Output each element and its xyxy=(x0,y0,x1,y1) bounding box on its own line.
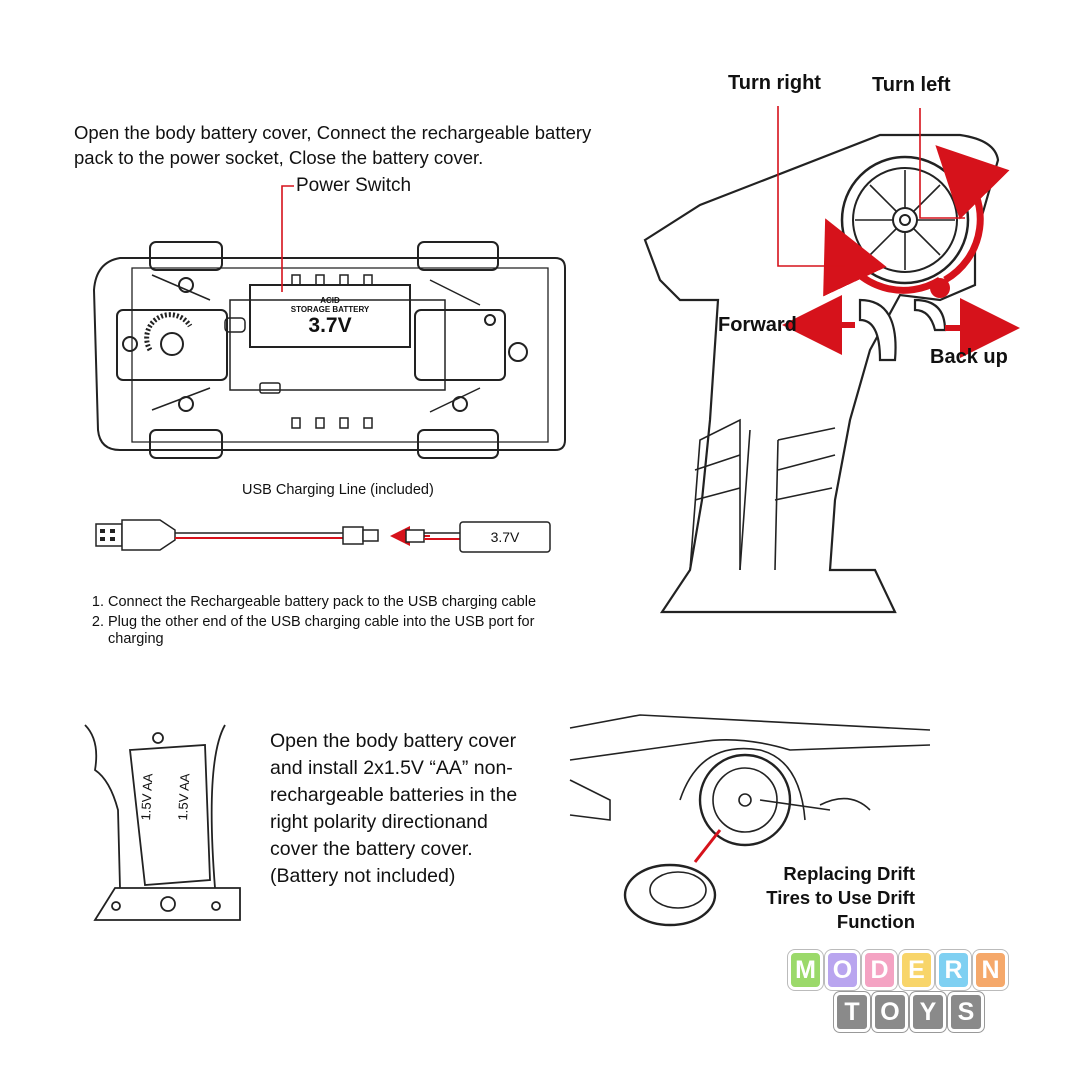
steering-trim-dial xyxy=(144,312,193,352)
drift-instructions: Replacing Drift Tires to Use Drift Funct… xyxy=(766,863,915,932)
aa-cell-label-1: 1.5V AA xyxy=(138,773,156,821)
aa-cell-label-2: 1.5V AA xyxy=(175,773,193,821)
steer-leaders xyxy=(777,106,965,267)
logo-letter: M xyxy=(788,950,823,990)
steering-wheel xyxy=(840,155,970,285)
turn-right-label: Turn right xyxy=(728,72,821,94)
steering-arrows xyxy=(823,145,1010,297)
logo-letter: Y xyxy=(910,992,946,1032)
turn-left-label: Turn left xyxy=(872,74,951,96)
charging-steps: Connect the Rechargeable battery pack to… xyxy=(88,594,588,651)
logo-letter: T xyxy=(834,992,870,1032)
back-up-label: Back up xyxy=(930,346,1008,368)
step-1: Connect the Rechargeable battery pack to… xyxy=(108,594,588,611)
logo-letter: E xyxy=(899,950,934,990)
logo-letter: N xyxy=(973,950,1008,990)
intro-instruction: Open the body battery cover, Connect the… xyxy=(74,122,592,168)
power-switch-leader xyxy=(281,185,294,292)
aa-compartment xyxy=(84,724,241,921)
battery-pack xyxy=(224,274,446,429)
forward-label: Forward xyxy=(718,314,797,336)
car-front-illustration xyxy=(569,714,931,927)
battery-voltage: 3.7V xyxy=(308,314,352,337)
usb-cable xyxy=(95,519,551,553)
car-chassis xyxy=(92,241,566,459)
aa-battery-instructions: Open the body battery cover and install … xyxy=(270,730,518,887)
wheel-pivot-dot xyxy=(930,278,950,298)
logo-letter: D xyxy=(862,950,897,990)
logo-letter: O xyxy=(825,950,860,990)
charger-voltage: 3.7V xyxy=(490,529,520,545)
logo-letter: O xyxy=(872,992,908,1032)
logo-letter: S xyxy=(948,992,984,1032)
battery-line1: ACID xyxy=(320,296,340,305)
step-2: Plug the other end of the USB charging c… xyxy=(108,614,588,648)
logo-letter: R xyxy=(936,950,971,990)
tire-swap-arrow xyxy=(693,829,722,863)
power-switch-label: Power Switch xyxy=(296,175,412,196)
battery-label: ACID STORAGE BATTERY 3.7V xyxy=(250,296,410,338)
battery-line2: STORAGE BATTERY xyxy=(290,305,370,314)
usb-cable-label: USB Charging Line (included) xyxy=(242,482,434,498)
